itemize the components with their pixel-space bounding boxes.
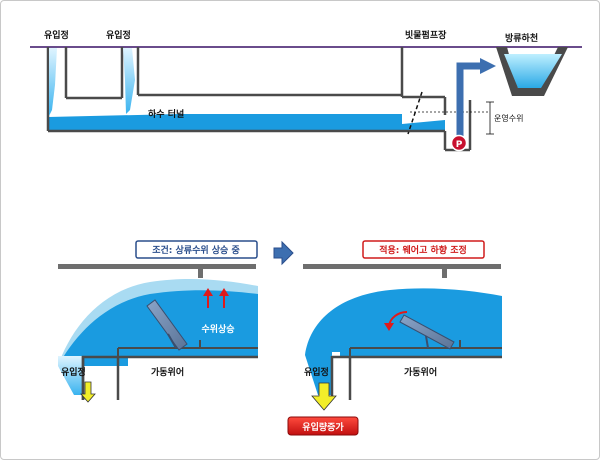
- pump-station-label: 빗물펌프장: [405, 29, 447, 41]
- inlet-label-left: 유입정: [61, 366, 86, 378]
- inflow-increase-badge: [287, 416, 359, 436]
- bottom-right-panel: 적용: 웨어고 하향 조정 유입정 가동위어 유입량증가: [287, 240, 502, 436]
- pump-icon: [450, 134, 468, 152]
- inlet-fall-left: [58, 356, 83, 395]
- pump-pipe: [456, 62, 482, 142]
- inlet-label-right: 유입정: [304, 366, 329, 378]
- apply-badge: [362, 240, 485, 259]
- inflow-stream-1: [49, 48, 57, 116]
- movable-weir-label-right: 가동위어: [404, 366, 437, 378]
- beam-right: [303, 264, 501, 269]
- discharge-river-label: 방류하천: [505, 32, 538, 44]
- top-schematic: P 유입정 유입정 빗물펌프장 방류하천 하수 터널 운영수위: [30, 29, 582, 152]
- river-water: [504, 54, 562, 88]
- down-arrow-left: [80, 381, 96, 403]
- beam-left-stub: [198, 269, 203, 278]
- operating-level-dash: [407, 91, 423, 135]
- water-rise-label: 수위상승: [201, 323, 234, 335]
- tunnel-water: [48, 114, 402, 131]
- beam-left: [58, 264, 256, 269]
- sewer-tunnel-label: 하수 터널: [148, 108, 184, 120]
- down-arrow-right: [311, 382, 337, 411]
- condition-label: 조건: 상류수위 상승 중: [152, 244, 240, 256]
- movable-weir-right: [399, 314, 455, 350]
- bottom-left-panel: 조건: 상류수위 상승 중 수위상승 유입정 가동위어: [58, 240, 258, 403]
- transition-arrow: [273, 240, 294, 266]
- inflow-stream-2: [123, 48, 135, 114]
- pump-symbol: P: [456, 140, 463, 150]
- beam-right-stub: [442, 269, 447, 278]
- pump-pipe-arrow: [480, 58, 496, 74]
- movable-weir-label-left: 가동위어: [151, 366, 184, 378]
- inflow-increase-label: 유입량증가: [302, 421, 344, 433]
- inlet-label-1: 유입정: [44, 29, 69, 41]
- condition-badge: [135, 240, 258, 259]
- operating-level-label: 운영수위: [494, 113, 523, 123]
- inlet-label-2: 유입정: [106, 29, 131, 41]
- structure-left: [81, 355, 258, 400]
- apply-label: 적용: 웨어고 하향 조정: [379, 244, 467, 256]
- river-banks: [496, 47, 568, 96]
- tunnel-water-end: [402, 120, 445, 131]
